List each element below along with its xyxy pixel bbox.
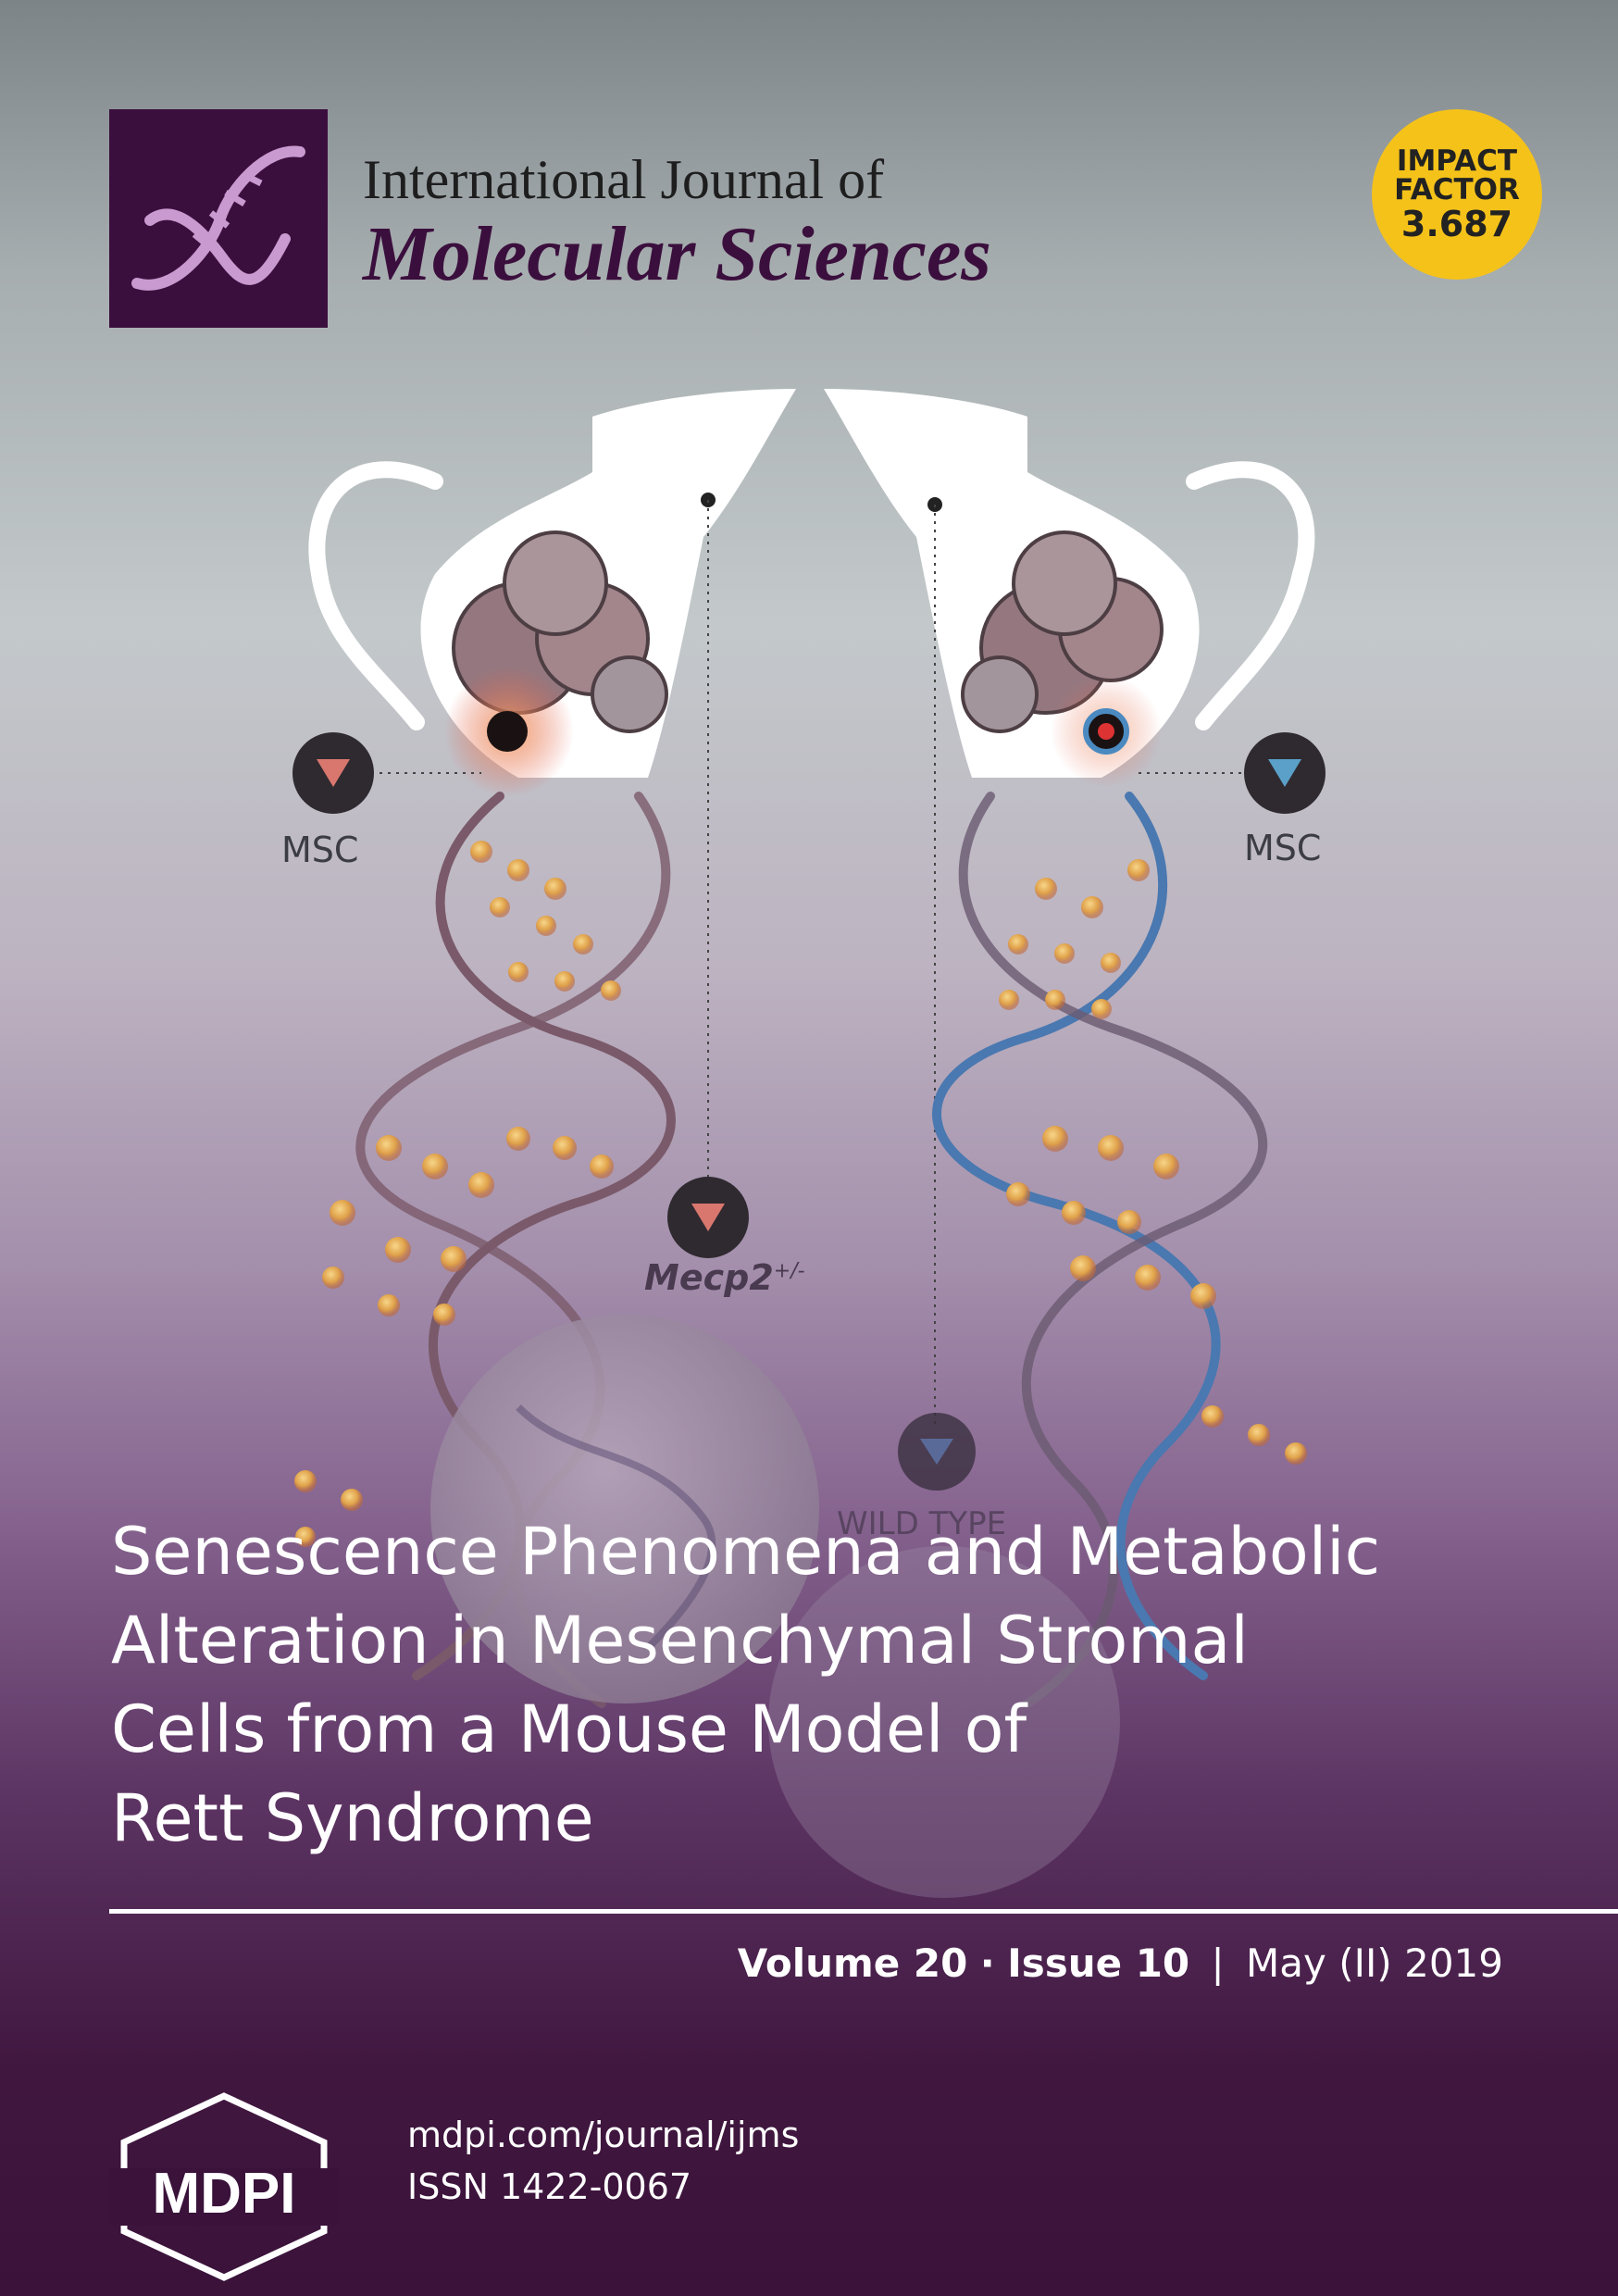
microscopy-image-wild-type [768,1546,1120,1898]
journal-name-line2: Molecular Sciences [363,211,991,297]
article-title-line3: Cells from a Mouse Model of [111,1691,1027,1767]
mutant-mouse-illustration [308,389,796,1185]
label-left-msc: MSC [281,830,359,870]
mecp2-gene-name: Mecp2 [644,1257,774,1298]
impact-factor-badge: IMPACT FACTOR 3.687 [1372,109,1542,280]
issue-info: Volume 20 · Issue 10 | May (II) 2019 [738,1940,1503,1986]
wild-type-mouse-illustration [824,389,1315,1426]
impact-value: 3.687 [1400,204,1513,244]
impact-label-line1: IMPACT [1396,144,1518,178]
label-right-msc: MSC [1244,828,1322,868]
left-dna-beads [294,841,621,1547]
journal-url[interactable]: mdpi.com/journal/ijms [407,2115,800,2155]
dna-helix-icon [131,145,305,291]
right-dna-helix [932,792,1267,1708]
right-dna-beads [999,859,1307,1465]
issue-separator: | [1211,1940,1225,1986]
journal-name-line1: International Journal of [363,149,885,210]
issn: ISSN 1422-0067 [407,2166,692,2207]
article-title-line1: Senescence Phenomena and Metabolic [111,1514,1381,1590]
issue-dot: · [979,1940,995,1986]
title-divider [109,1909,1618,1914]
article-title-line2: Alteration in Mesenchymal Stromal [111,1603,1249,1678]
article-title: Senescence Phenomena and Metabolic Alter… [111,1507,1592,1863]
mdpi-logo-text: MDPI [153,2162,296,2226]
label-mecp2: Mecp2+/- [644,1257,805,1298]
issue-date: May (II) 2019 [1246,1940,1503,1986]
marker-wild-type [898,1413,976,1491]
marker-mecp2 [667,1177,749,1258]
cover-illustration [292,389,1326,1898]
volume-number: Volume 20 [737,1940,968,1986]
marker-left-msc [292,732,374,814]
journal-logo [109,109,328,328]
issue-number: Issue 10 [1007,1940,1190,1986]
mecp2-genotype: +/- [773,1259,805,1283]
impact-label-line2: FACTOR [1394,173,1520,206]
article-title-line4: Rett Syndrome [111,1780,594,1856]
mdpi-logo: MDPI [109,2092,339,2281]
marker-right-msc [1244,732,1326,814]
label-wild-type: WILD TYPE [837,1505,1007,1542]
